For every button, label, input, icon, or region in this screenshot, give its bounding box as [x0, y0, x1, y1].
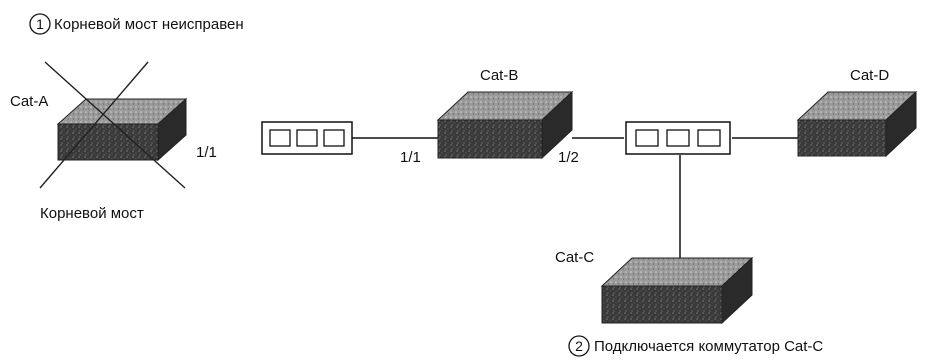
- callout-2-circle: [568, 335, 590, 357]
- hub-1-port: [323, 129, 345, 147]
- cat-a-role-label: Корневой мост: [40, 205, 144, 222]
- hub-1-port: [296, 129, 318, 147]
- cat-d-front: [797, 119, 887, 157]
- switch-cat-b: Cat-B 1/1 1/2: [400, 67, 579, 166]
- cat-a-front: [57, 123, 159, 161]
- cat-a-cross-line-1: [44, 61, 186, 189]
- switch-cat-c: Cat-C: [555, 249, 754, 325]
- hub-2-port: [697, 129, 721, 147]
- callout-1-text: Корневой мост неисправен: [54, 16, 244, 33]
- switch-cat-a: Cat-A 1/1 Корневой мост: [10, 61, 217, 222]
- switch-cat-d: Cat-D: [796, 67, 918, 158]
- hub-1-port: [269, 129, 291, 147]
- cat-b-label: Cat-B: [480, 67, 518, 84]
- links: [352, 137, 800, 270]
- cat-b-port-left: 1/1: [400, 149, 421, 166]
- cat-d-label: Cat-D: [850, 67, 889, 84]
- callout-1-number: 1: [36, 16, 44, 32]
- callout-2: 2 Подключается коммутатор Cat-C: [568, 335, 823, 357]
- hub-2-port: [666, 129, 690, 147]
- hub-1: [261, 121, 353, 155]
- cat-b-port-right: 1/2: [558, 149, 579, 166]
- callout-2-number: 2: [575, 338, 583, 354]
- cat-a-label: Cat-A: [10, 93, 48, 110]
- cat-c-front: [601, 285, 723, 324]
- callout-2-text: Подключается коммутатор Cat-C: [594, 338, 823, 355]
- hub-2-port: [635, 129, 659, 147]
- cat-a-port: 1/1: [196, 144, 217, 161]
- cat-b-front: [437, 119, 543, 159]
- callout-1-circle: [29, 13, 51, 35]
- cat-c-label: Cat-C: [555, 249, 594, 266]
- hub-2: [625, 121, 731, 155]
- cat-a-cross-line-2: [39, 61, 149, 189]
- callout-1: 1 Корневой мост неисправен: [29, 13, 244, 35]
